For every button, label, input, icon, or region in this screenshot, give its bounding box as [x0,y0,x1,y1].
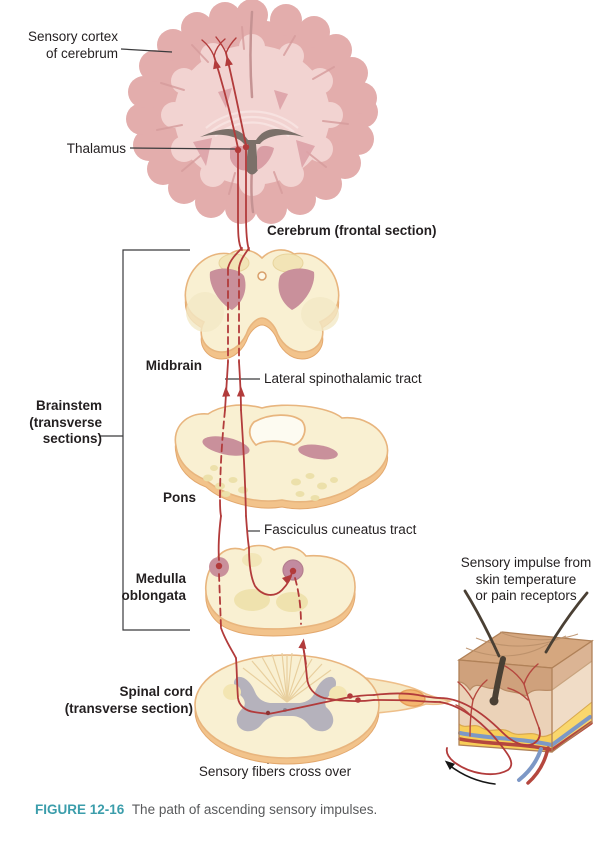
midbrain-section [184,249,340,360]
brainstem-bracket [100,249,190,631]
figure-number: FIGURE 12-16 [35,802,125,817]
hair-icon [463,589,589,658]
label-medulla-oblongata: Medulla oblongata [121,571,187,603]
cerebrum-frontal-section [126,0,378,224]
label-sensory-fibers-cross-over: Sensory fibers cross over [198,764,352,779]
label-cerebrum: Cerebrum (frontal section) [267,223,437,238]
label-midbrain: Midbrain [145,358,202,373]
label-sensory-cortex: Sensory cortex of cerebrum [27,29,118,61]
label-thalamus: Thalamus [66,141,126,156]
label-fasciculus-cuneatus-tract: Fasciculus cuneatus tract [264,522,417,537]
figure-caption: FIGURE 12-16 The path of ascending senso… [35,802,378,817]
medulla-section [205,544,356,637]
spinal-cord-section [194,652,453,765]
pons-section [174,404,389,510]
label-brainstem: Brainstem (transverse sections) [29,398,102,447]
label-lateral-spinothalamic-tract: Lateral spinothalamic tract [264,371,422,386]
label-spinal-cord: Spinal cord (transverse section) [64,684,193,716]
sensory-pathway [201,36,541,785]
label-pons: Pons [162,490,196,505]
skin-block [455,589,594,785]
skin-nerve-endings [455,663,540,737]
label-sensory-impulse: Sensory impulse from skin temperature or… [460,555,592,604]
